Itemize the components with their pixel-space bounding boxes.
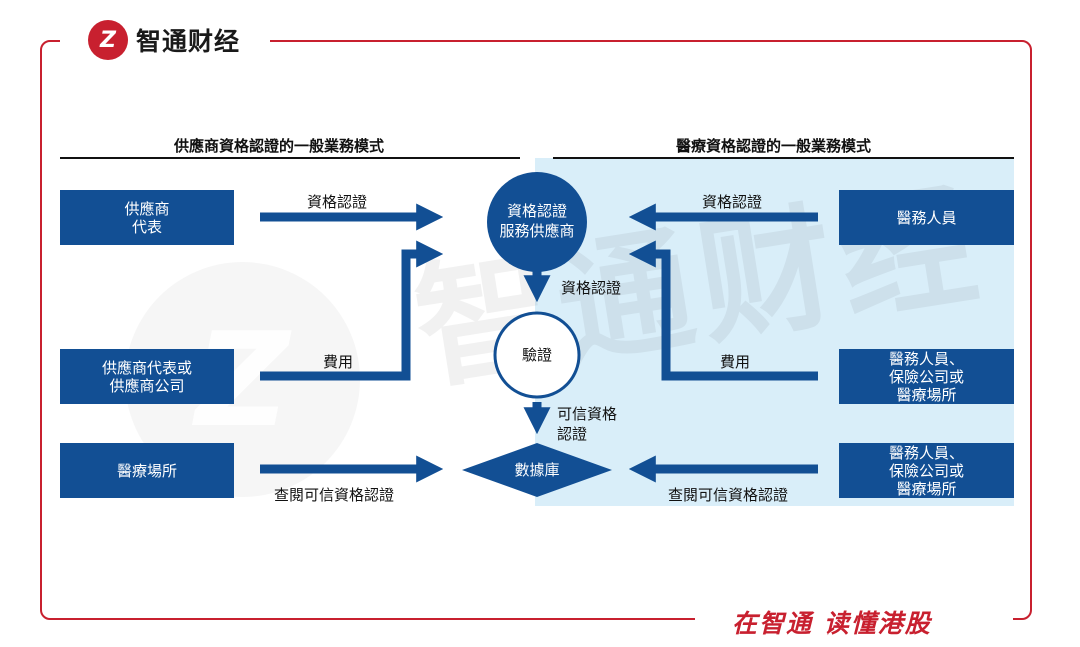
red-frame <box>40 40 1032 620</box>
label-right-top: 資格認證 <box>702 193 763 211</box>
box-medical-venue: 醫療場所 <box>60 443 234 498</box>
verify-node-label: 驗證 <box>521 346 552 364</box>
provider-node <box>487 172 587 272</box>
label-left-mid: 費用 <box>323 353 354 371</box>
database-node-label: 數據庫 <box>514 461 560 479</box>
database-node <box>462 443 612 497</box>
brand-logo-icon: Z <box>88 20 128 60</box>
label-down-2: 可信資格 認證 <box>557 405 618 443</box>
frame-gap-bottom <box>695 605 1013 635</box>
left-section-rule <box>60 157 520 159</box>
verify-node <box>493 311 581 399</box>
arrow-shafts <box>260 203 818 483</box>
box-staff-insurer-venue-1: 醫務人員、 保險公司或 醫療場所 <box>839 349 1014 404</box>
arrow-left-mid <box>260 240 444 381</box>
brand-slogan: 在智通 读懂港股 <box>732 609 932 638</box>
label-right-bottom: 查閱可信資格認證 <box>668 486 789 504</box>
arrow-right-mid <box>628 240 818 381</box>
box-supplier-rep-or-company: 供應商代表或 供應商公司 <box>60 349 234 404</box>
box-supplier-rep: 供應商 代表 <box>60 190 234 245</box>
left-section-title: 供應商資格認證的一般業務模式 <box>174 137 385 155</box>
label-left-bottom: 查閱可信資格認證 <box>274 486 395 504</box>
brand-logo: Z 智通财经 <box>88 20 240 60</box>
right-section-title: 醫療資格認證的一般業務模式 <box>676 137 872 155</box>
provider-node-label: 資格認證 服務供應商 <box>499 202 575 240</box>
right-section-rule <box>553 157 1014 159</box>
box-staff-insurer-venue-2: 醫務人員、 保險公司或 醫療場所 <box>839 443 1014 498</box>
label-right-mid: 費用 <box>720 353 751 371</box>
label-down-1: 資格認證 <box>561 279 622 297</box>
brand-name: 智通财经 <box>136 27 241 56</box>
label-left-top: 資格認證 <box>307 193 368 211</box>
box-medical-staff: 醫務人員 <box>839 190 1014 245</box>
